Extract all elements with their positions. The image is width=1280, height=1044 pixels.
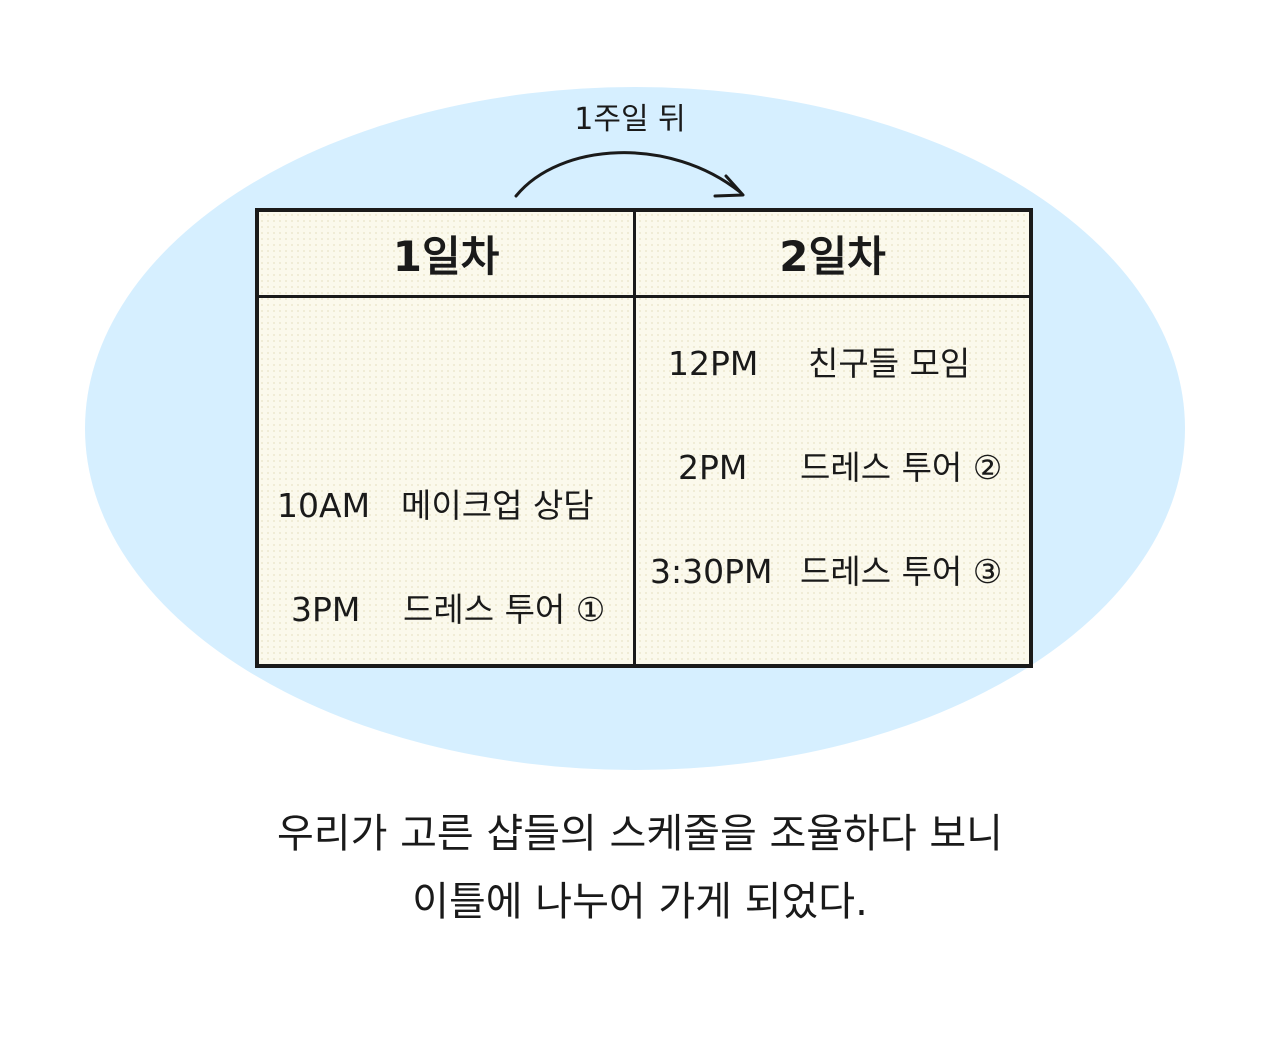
day1-event-1: 10AM 메이크업 상담 — [277, 484, 594, 528]
day2-event-3: 3:30PM 드레스 투어 ③ — [650, 550, 1002, 594]
event-time: 10AM — [277, 486, 371, 525]
event-activity: 드레스 투어 ③ — [800, 552, 1003, 591]
caption-line-1: 우리가 고른 샵들의 스케줄을 조율하다 보니 — [277, 811, 1003, 857]
day1-event-2: 3PM 드레스 투어 ① — [291, 588, 605, 632]
caption: 우리가 고른 샵들의 스케줄을 조율하다 보니 이틀에 나누어 가게 되었다. — [0, 800, 1280, 936]
event-time: 2PM — [678, 448, 748, 487]
schedule-table: 1일차 2일차 10AM 메이크업 상담 3PM 드레스 투어 ① 12PM 친… — [255, 208, 1033, 668]
day1-events: 10AM 메이크업 상담 3PM 드레스 투어 ① — [259, 298, 636, 664]
day2-event-1: 12PM 친구들 모임 — [668, 342, 970, 386]
day2-header: 2일차 — [636, 212, 1029, 298]
event-activity: 친구들 모임 — [808, 344, 971, 383]
arrow-label: 1주일 뒤 — [574, 102, 686, 137]
event-time: 12PM — [668, 344, 759, 383]
day2-event-2: 2PM 드레스 투어 ② — [678, 446, 1002, 490]
caption-line-2: 이틀에 나누어 가게 되었다. — [412, 879, 868, 925]
curved-arrow-icon — [514, 151, 745, 198]
event-time: 3:30PM — [650, 552, 773, 591]
event-activity: 드레스 투어 ① — [403, 590, 606, 629]
event-time: 3PM — [291, 590, 361, 629]
day2-events: 12PM 친구들 모임 2PM 드레스 투어 ② 3:30PM 드레스 투어 ③ — [636, 298, 1029, 664]
day1-header: 1일차 — [259, 212, 636, 298]
event-activity: 드레스 투어 ② — [800, 448, 1003, 487]
event-activity: 메이크업 상담 — [401, 486, 594, 525]
